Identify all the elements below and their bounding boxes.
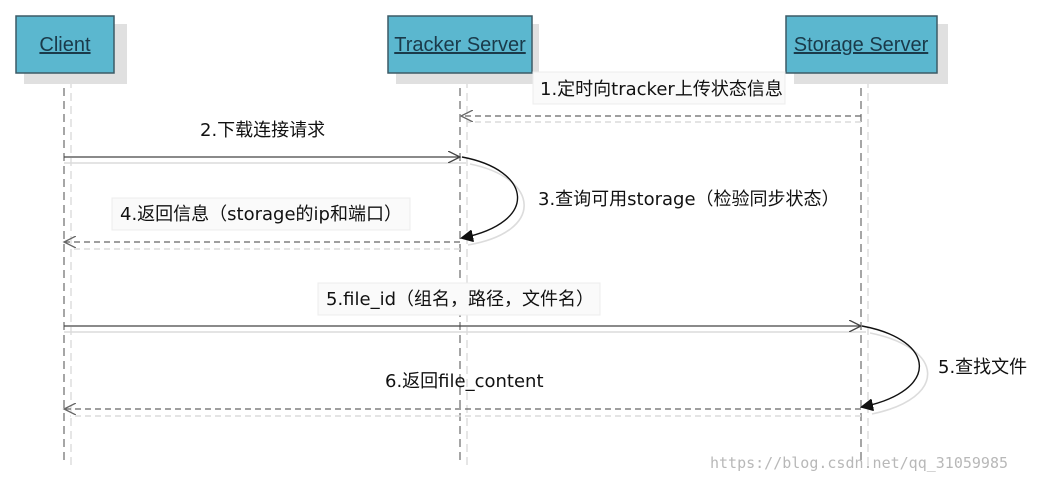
participant-client: Client [15,15,127,84]
message-1: 1.定时向tracker上传状态信息 [461,71,861,123]
lifeline-shadows [70,80,869,466]
watermark: https://blog.csdn.net/qq_31059985 [710,454,1008,472]
message-3-curve [462,156,519,238]
message-2-label: 2.下载连接请求 [200,120,325,141]
participant-storage-label: Storage Server [794,34,929,56]
participant-tracker-server: Tracker Server [387,15,539,84]
message-2: 2.下载连接请求 [64,120,466,164]
message-4-label: 4.返回信息（storage的ip和端口） [120,204,402,225]
lifelines [63,75,862,462]
message-6-label: 5.查找文件 [938,357,1027,378]
message-3-label: 3.查询可用storage（检验同步状态） [538,189,840,210]
message-7: 6.返回file_content [64,371,861,417]
message-3-self-call: 3.查询可用storage（检验同步状态） [462,156,840,246]
message-1-label: 1.定时向tracker上传状态信息 [540,79,783,100]
message-6-self-call: 5.查找文件 [862,325,1027,415]
message-5: 5.file_id（组名，路径，文件名） [64,282,866,333]
participant-client-label: Client [39,34,91,56]
message-4: 4.返回信息（storage的ip和端口） [64,197,460,250]
participant-tracker-label: Tracker Server [394,34,526,56]
participant-storage-server: Storage Server [785,15,948,84]
message-7-label: 6.返回file_content [385,371,544,392]
message-5-label: 5.file_id（组名，路径，文件名） [326,289,594,310]
message-6-curve [862,325,920,407]
